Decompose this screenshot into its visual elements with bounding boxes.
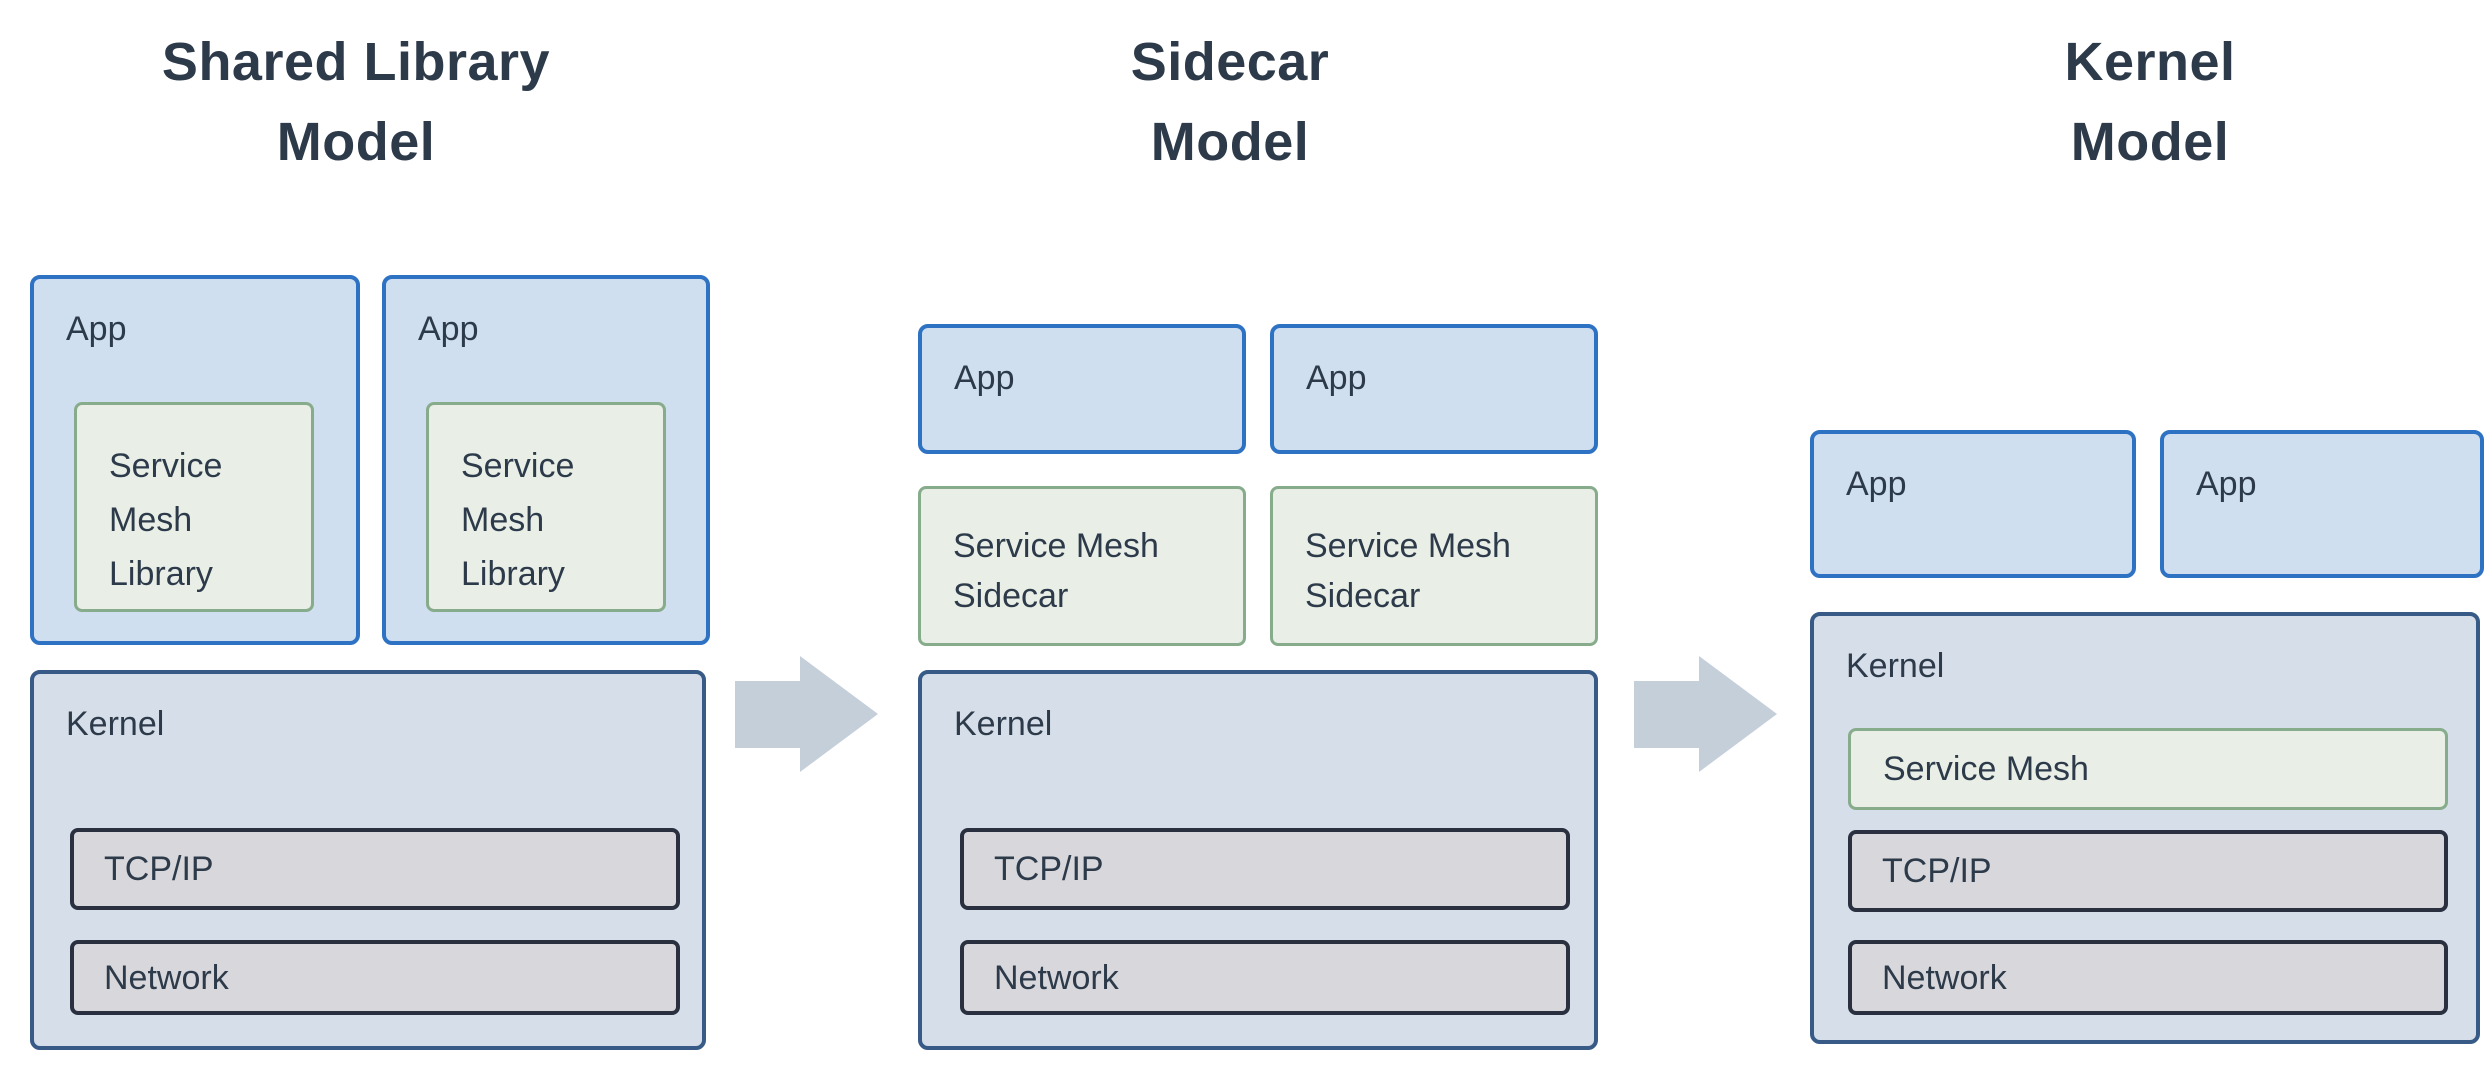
tcpip-label: TCP/IP xyxy=(994,850,1104,888)
sidecar-app-box-2: App xyxy=(1270,324,1598,454)
title-line: Sidecar xyxy=(1130,32,1330,92)
network-label: Network xyxy=(104,958,229,997)
service-mesh-sidecar-box-1: Service Mesh Sidecar xyxy=(918,486,1246,646)
title-line: Model xyxy=(2070,112,2230,172)
mesh-line: Library xyxy=(109,555,213,593)
mesh-line: Service Mesh xyxy=(1305,527,1511,565)
sidecar-tcpip-box: TCP/IP xyxy=(960,828,1570,910)
kernel-model-network-box: Network xyxy=(1848,940,2448,1015)
shared-library-model-title: Shared Library Model xyxy=(56,22,656,182)
kernel-label: Kernel xyxy=(954,705,1053,743)
kernel-label: Kernel xyxy=(66,705,165,743)
sidecar-model-title: Sidecar Model xyxy=(930,22,1530,182)
mesh-line: Library xyxy=(461,555,565,593)
app-label: App xyxy=(66,310,127,348)
mesh-line: Service xyxy=(461,447,575,485)
app-label: App xyxy=(418,310,479,348)
service-mesh-sidecar-box-2: Service Mesh Sidecar xyxy=(1270,486,1598,646)
kernel-model-title: Kernel Model xyxy=(1850,22,2450,182)
title-line: Model xyxy=(1150,112,1310,172)
network-label: Network xyxy=(994,958,1119,997)
tcpip-label: TCP/IP xyxy=(1882,852,1992,890)
title-line: Kernel xyxy=(2064,32,2236,92)
kernel-label: Kernel xyxy=(1846,647,1945,685)
shared-library-network-box: Network xyxy=(70,940,680,1015)
mesh-line: Mesh xyxy=(461,501,545,539)
mesh-line: Service Mesh xyxy=(953,527,1159,565)
app-label: App xyxy=(1846,465,1907,503)
service-mesh-library-box-2: Service Mesh Library xyxy=(426,402,666,612)
mesh-line: Service xyxy=(109,447,223,485)
kernel-model-app-box-2: App xyxy=(2160,430,2484,578)
kernel-model-app-box-1: App xyxy=(1810,430,2136,578)
mesh-line: Mesh xyxy=(109,501,193,539)
title-line: Model xyxy=(276,112,436,172)
shared-library-tcpip-box: TCP/IP xyxy=(70,828,680,910)
sidecar-app-box-1: App xyxy=(918,324,1246,454)
mesh-line: Sidecar xyxy=(953,577,1069,615)
mesh-line: Sidecar xyxy=(1305,577,1421,615)
app-label: App xyxy=(1306,359,1367,397)
app-label: App xyxy=(2196,465,2257,503)
sidecar-network-box: Network xyxy=(960,940,1570,1015)
service-mesh-library-box-1: Service Mesh Library xyxy=(74,402,314,612)
kernel-model-tcpip-box: TCP/IP xyxy=(1848,830,2448,912)
app-label: App xyxy=(954,359,1015,397)
kernel-service-mesh-box: Service Mesh xyxy=(1848,728,2448,810)
tcpip-label: TCP/IP xyxy=(104,850,214,888)
title-line: Shared Library xyxy=(161,32,551,92)
network-label: Network xyxy=(1882,958,2007,997)
service-mesh-label: Service Mesh xyxy=(1883,750,2089,788)
arrow-sidecar-to-kernel xyxy=(1634,656,1777,772)
